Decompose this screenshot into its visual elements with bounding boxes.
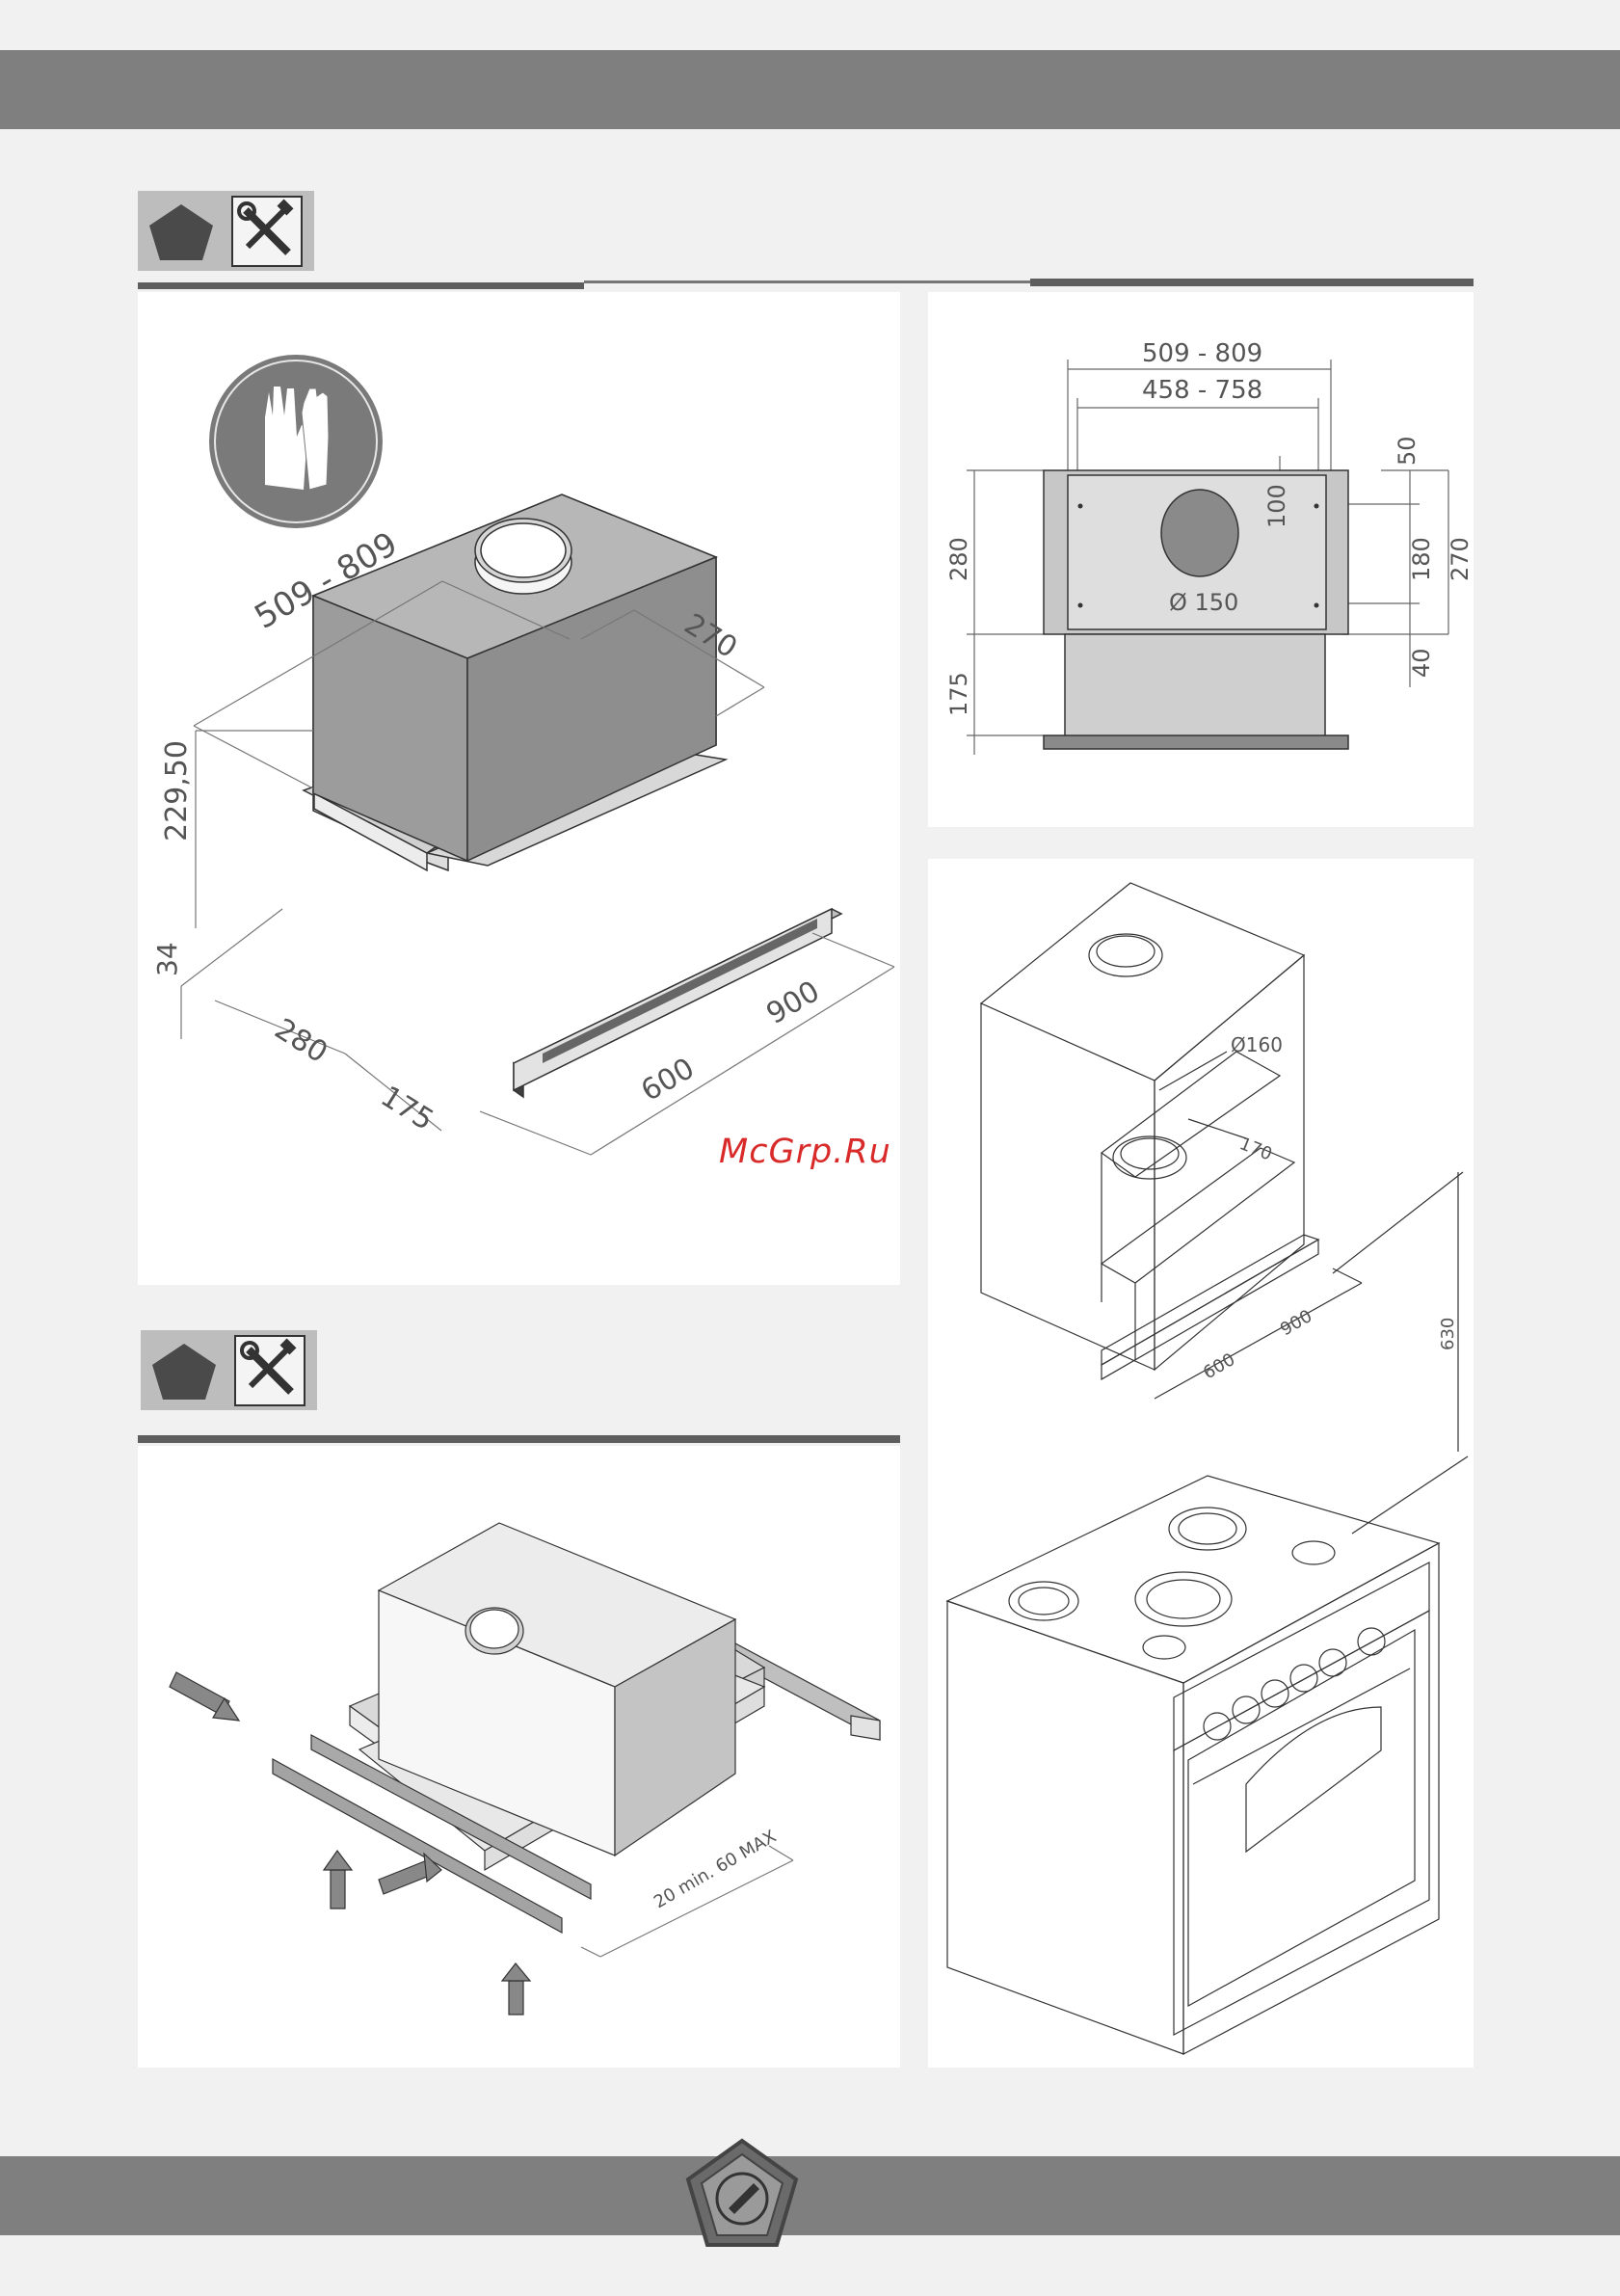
- dim-r100: 100: [1263, 484, 1290, 528]
- dim-w1: 600: [636, 1052, 701, 1108]
- section-rule-right: [1030, 279, 1474, 286]
- tools-icon: [230, 195, 307, 268]
- dim-cabinet-w2: 900: [1277, 1306, 1315, 1340]
- section-rule-thin: [584, 280, 1030, 283]
- dim-r270: 270: [1447, 537, 1474, 581]
- section-rule-2: [138, 1435, 900, 1443]
- tools-icon: [233, 1334, 310, 1407]
- dim-d2: 175: [375, 1080, 439, 1137]
- section-header-icons-2: [141, 1330, 317, 1410]
- diagram-bracket-mounting: 20 min. 60 MAX: [138, 1446, 900, 2068]
- logo-icon: [682, 2135, 802, 2255]
- dim-cabinet-offset: 170: [1236, 1134, 1275, 1164]
- dim-outer: 509 - 809: [1142, 339, 1262, 368]
- bottom-band: [0, 2156, 1620, 2235]
- dim-cabinet-diam: Ø160: [1231, 1033, 1283, 1056]
- dim-d1: 280: [269, 1012, 333, 1070]
- section-rule: [138, 282, 584, 289]
- diagram-front-view: 509 - 809 458 - 758 280 175 50 100 180 2…: [928, 292, 1474, 827]
- dim-r180: 180: [1408, 537, 1435, 581]
- watermark: McGrp.Ru: [719, 1133, 891, 1171]
- top-band: [0, 50, 1620, 129]
- dim-height: 229,50: [160, 740, 194, 841]
- dim-h2: 175: [945, 672, 972, 716]
- section-header-icons: [138, 191, 314, 271]
- dim-r40: 40: [1408, 648, 1435, 678]
- dim-cabinet-height: 630: [1438, 1318, 1458, 1350]
- dim-h1: 280: [945, 537, 972, 581]
- dim-inner: 458 - 758: [1142, 376, 1262, 405]
- dim-slide-height: 34: [151, 942, 183, 976]
- dim-r50: 50: [1394, 436, 1421, 466]
- diagram-cabinet-installation: Ø160 170 600 900 630: [928, 859, 1474, 2068]
- dim-diam: Ø 150: [1169, 589, 1238, 616]
- gloves-icon: [209, 355, 383, 528]
- dim-w2: 900: [761, 974, 826, 1031]
